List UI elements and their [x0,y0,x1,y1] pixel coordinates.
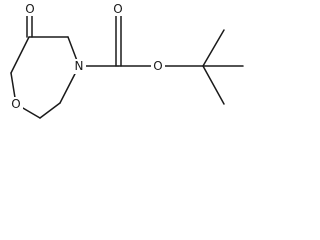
ester-oxygen-label: O [153,59,162,73]
carbonyl-oxygen-bg [112,1,125,16]
ring-nitrogen-bg [72,59,86,74]
carbonyl-oxygen-label: O [113,2,122,16]
bond-c3-c2 [39,102,61,119]
molecule-structure: O O N O O [9,1,244,119]
bond-quaternary-c-methyl-top [202,29,225,67]
ketone-oxygen-bg [23,1,36,16]
ring-nitrogen-label: N [75,59,84,73]
atom-labels: O O N O O [9,1,165,112]
ketone-bond [26,15,33,38]
ketone-oxygen-label: O [25,2,34,16]
bond-c7-c6 [10,36,30,74]
ring-oxygen-bg [9,97,23,112]
ring-oxygen-label: O [11,97,20,111]
bond-quaternary-c-methyl-bottom [202,65,225,105]
ester-oxygen-bg [151,59,165,74]
